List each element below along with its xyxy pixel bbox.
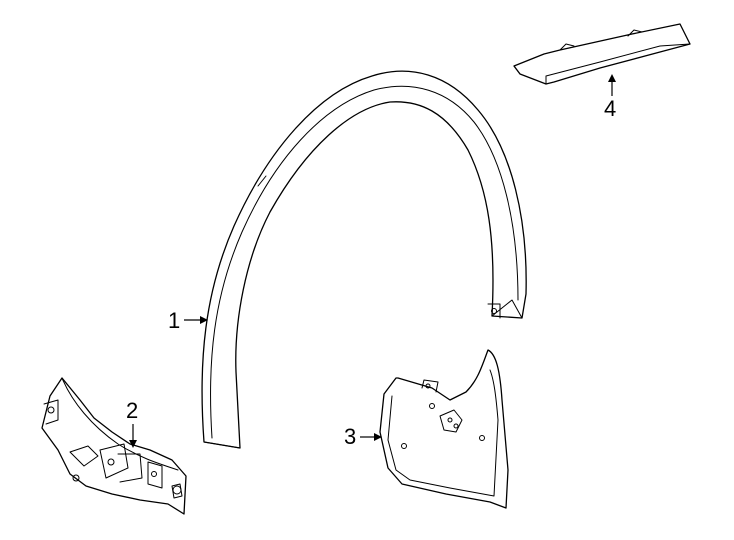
arrowhead-3: [374, 433, 382, 441]
part-2-bracket[interactable]: [41, 377, 187, 515]
callout-label-4: 4: [604, 96, 616, 121]
callout-label-1: 1: [168, 308, 180, 333]
callout-label-3: 3: [344, 424, 356, 449]
callout-3: 3: [344, 424, 382, 449]
callout-label-2: 2: [126, 398, 138, 423]
callout-1: 1: [168, 308, 208, 333]
part-1-wheel-arch-molding[interactable]: [201, 70, 527, 449]
arrowhead-1: [200, 316, 208, 324]
arrowhead-4: [608, 74, 616, 82]
callout-4: 4: [604, 74, 616, 121]
arrowhead-2: [129, 440, 137, 448]
part-4-trim-strip[interactable]: [513, 23, 691, 85]
part-3-mud-flap[interactable]: [379, 349, 509, 509]
callout-2: 2: [126, 398, 138, 448]
